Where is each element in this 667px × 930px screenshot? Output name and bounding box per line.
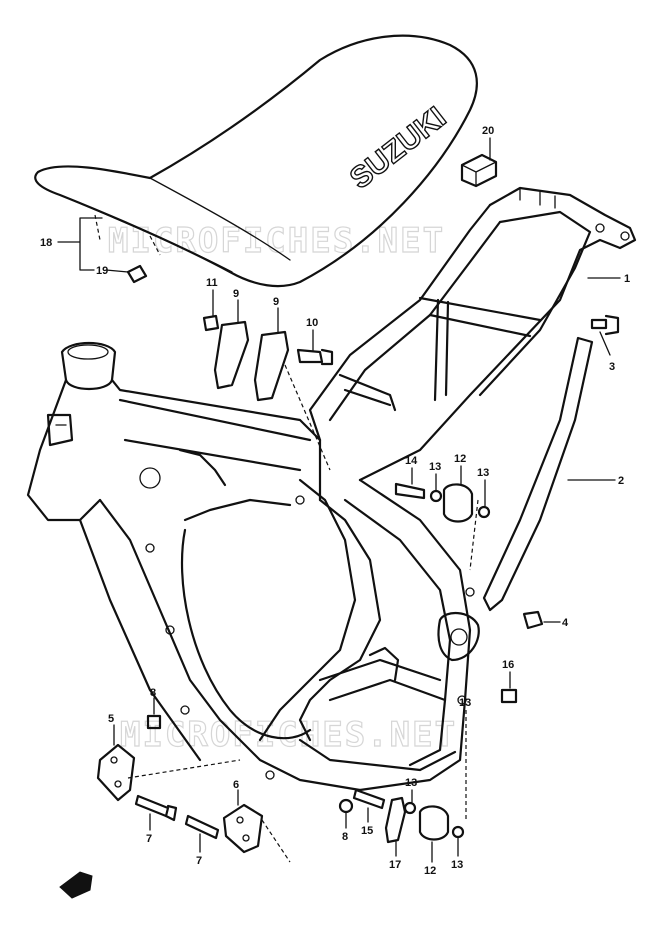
cushion-part-20: [460, 153, 498, 188]
bolt-part-16: [500, 688, 518, 704]
front-arrow-icon: [59, 871, 93, 899]
bolt-part-8-left: [146, 714, 162, 730]
callout-15: 15: [361, 825, 373, 837]
callout-8-lower: 8: [342, 831, 348, 843]
callout-16: 16: [502, 659, 514, 671]
callout-6: 6: [233, 779, 239, 791]
engine-plate-part-5: [96, 743, 136, 802]
rear-subframe-part-1: [308, 186, 637, 482]
engine-plate-part-6: [222, 803, 264, 854]
callout-7-upper: 7: [146, 833, 152, 845]
callout-14: 14: [405, 455, 418, 467]
callout-13-e: 13: [451, 859, 463, 871]
bolt-part-10: [296, 348, 334, 366]
main-frame: [26, 342, 480, 792]
callout-9-right: 9: [273, 296, 279, 308]
rear-strut-part-2: [482, 336, 594, 612]
callout-13-c: 13: [459, 697, 471, 709]
callout-1: 1: [624, 273, 630, 285]
callout-5: 5: [108, 713, 114, 725]
bolts-part-7: [134, 794, 220, 840]
callout-3: 3: [609, 361, 615, 373]
callout-8-left: 8: [150, 687, 156, 699]
seat-brand-logo: SUZUKI: [344, 101, 452, 196]
callout-7-lower: 7: [196, 855, 202, 867]
bolt-part-4: [522, 610, 544, 630]
watermark-top: MICROFICHES.NET: [108, 221, 445, 261]
callout-11: 11: [206, 277, 218, 289]
bolt-part-11: [202, 314, 220, 332]
engine-mount-lower: [338, 788, 465, 844]
callout-10: 10: [306, 317, 318, 329]
callout-labels: 1 2 3 4 5 6 7 7 8 8 9 9 10 11 12 12 13 1…: [40, 125, 630, 877]
callout-4: 4: [562, 617, 569, 629]
seat-brackets-part-9: [213, 320, 290, 402]
callout-12-lower: 12: [424, 865, 436, 877]
engine-mount-upper: [394, 482, 491, 523]
seat-bolt-part-19: [126, 264, 148, 284]
callout-18: 18: [40, 237, 52, 249]
callout-9-left: 9: [233, 288, 239, 300]
callout-13-b: 13: [477, 467, 489, 479]
callout-20: 20: [482, 125, 494, 137]
callout-12-upper: 12: [454, 453, 466, 465]
watermark-bottom: MICROFICHES.NET: [120, 715, 457, 755]
callout-13-d: 13: [405, 777, 417, 789]
callout-13-a: 13: [429, 461, 441, 473]
callout-2: 2: [618, 475, 624, 487]
callout-17: 17: [389, 859, 401, 871]
callout-19: 19: [96, 265, 108, 277]
leader-lines: [57, 137, 621, 863]
bolt-part-3: [590, 314, 620, 336]
